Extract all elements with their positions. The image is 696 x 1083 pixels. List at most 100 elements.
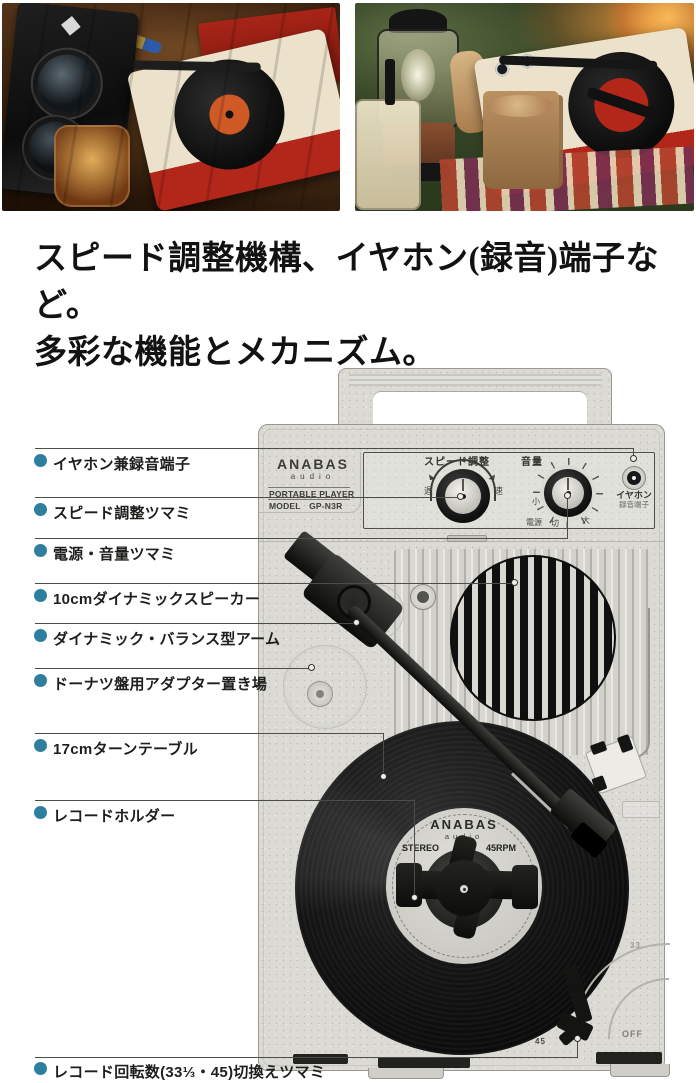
adapter-storage-hub: [307, 681, 333, 707]
lifestyle-photo-camping: [355, 3, 694, 211]
latch-clip: [616, 733, 634, 754]
leader-line: [577, 1041, 578, 1057]
camera-lens: [26, 119, 84, 177]
callout-label: イヤホン兼録音端子: [53, 456, 191, 473]
speed-45-text: 45: [535, 1037, 546, 1046]
record-holder-end: [512, 865, 538, 909]
leader-dot: [457, 493, 464, 500]
record-label-brand: ANABAS: [430, 817, 498, 832]
callout-label: ダイナミック・バランス型アーム: [53, 631, 281, 648]
callout-bullet: [34, 806, 47, 819]
leader-line: [633, 448, 634, 458]
record-center: [205, 90, 254, 139]
leader-line: [35, 668, 311, 669]
coffee-mug: [483, 91, 559, 189]
leader-line: [35, 448, 633, 449]
headline-line2: 多彩な機能とメカニズム。: [34, 335, 436, 371]
speaker-grille: [450, 555, 616, 721]
callout-label: 10cmダイナミックスピーカー: [53, 591, 261, 608]
brand-rule: [268, 487, 350, 488]
headline: スピード調整機構、イヤホン(録音)端子など。 多彩な機能とメカニズム。: [34, 236, 694, 377]
jack-label-line1: イヤホン: [616, 490, 652, 500]
leader-line: [383, 733, 384, 775]
leader-dot: [564, 492, 571, 499]
shotgun-shell: [121, 31, 163, 55]
rug: [439, 146, 694, 211]
leader-line: [35, 538, 568, 539]
speed-33-text: 33: [630, 941, 641, 950]
rubber-foot: [596, 1052, 662, 1064]
lantern-mantle: [401, 49, 435, 101]
callout-label: 17cmターンテーブル: [53, 741, 199, 758]
tonearm-rest: [410, 584, 436, 610]
handle-ribs: [349, 374, 601, 386]
leader-line: [35, 583, 514, 584]
callout-bullet: [34, 503, 47, 516]
tlr-camera: [2, 3, 140, 201]
speed-fast-mark: 速: [494, 486, 504, 496]
jack-label-line2: 録音端子: [619, 500, 649, 509]
callout-bullet: [34, 589, 47, 602]
rubber-foot: [378, 1057, 470, 1068]
callout-label: レコード回転数(33⅓・45)切換えツマミ: [53, 1064, 326, 1081]
callout-bullet: [34, 739, 47, 752]
embossed-mark: [622, 801, 660, 818]
leader-dot: [511, 579, 518, 586]
leader-dot: [630, 455, 637, 462]
headline-line1: スピード調整機構、イヤホン(録音)端子など。: [34, 241, 659, 324]
adapter-storage-ring: [283, 645, 367, 729]
leader-line: [35, 733, 384, 734]
record-label-rpm: 45RPM: [486, 843, 517, 853]
leader-line: [567, 498, 568, 538]
glass-jar: [355, 59, 421, 210]
spindle-pin: [460, 885, 468, 893]
callout-bullet: [34, 1062, 47, 1075]
record-spindle: [224, 109, 235, 120]
product-line1: PORTABLE PLAYER: [269, 489, 355, 499]
callout-bullet: [34, 454, 47, 467]
lifestyle-photo-indoor: [2, 3, 340, 211]
callout-label: レコードホルダー: [53, 808, 176, 825]
leader-line: [35, 497, 459, 498]
leader-dot: [574, 1035, 581, 1042]
volume-min-mark: 小: [532, 497, 540, 506]
power-mark: 電源: [526, 518, 542, 527]
leader-dot: [380, 773, 387, 780]
brand-rule: [268, 499, 350, 500]
red-lid-box: [198, 6, 340, 98]
whiskey-glass: [54, 125, 130, 207]
record-player-photo: [126, 28, 340, 211]
product-line2: MODEL GP-N3R: [269, 501, 343, 511]
leader-line: [35, 623, 356, 624]
control-panel: [363, 452, 655, 529]
power-off-mark: 切: [551, 519, 559, 528]
volume-knob-pointer: [567, 478, 569, 490]
leader-line: [414, 800, 415, 896]
shotgun-shell: [93, 16, 137, 39]
callout-bullet: [34, 674, 47, 687]
earphone-jack-pin: [632, 476, 636, 480]
rubber-foot: [293, 1054, 348, 1064]
callout-bullet: [34, 544, 47, 557]
brand-logo: ANABAS: [277, 456, 349, 472]
leader-line: [35, 800, 415, 801]
callout-label: ドーナツ盤用アダプター置き場: [53, 676, 268, 693]
leader-line: [35, 1057, 578, 1058]
record-disc: [163, 48, 296, 181]
brand-logo-sub: audio: [290, 472, 336, 481]
selector-wire: [634, 608, 650, 758]
tonearm-photo: [132, 60, 261, 72]
speed-knob-pointer: [462, 479, 464, 491]
leader-dot: [353, 619, 360, 626]
leader-dot: [411, 894, 418, 901]
camera-badge: [61, 15, 81, 36]
jar-pump: [385, 59, 395, 105]
leader-dot: [308, 664, 315, 671]
camera-lens: [34, 51, 99, 116]
logo-plate-seam: [259, 452, 361, 513]
record-holder-end: [396, 863, 422, 907]
callout-label: スピード調整ツマミ: [53, 505, 191, 522]
foot-tab: [368, 1068, 444, 1079]
volume-max-mark: 大: [582, 516, 590, 525]
